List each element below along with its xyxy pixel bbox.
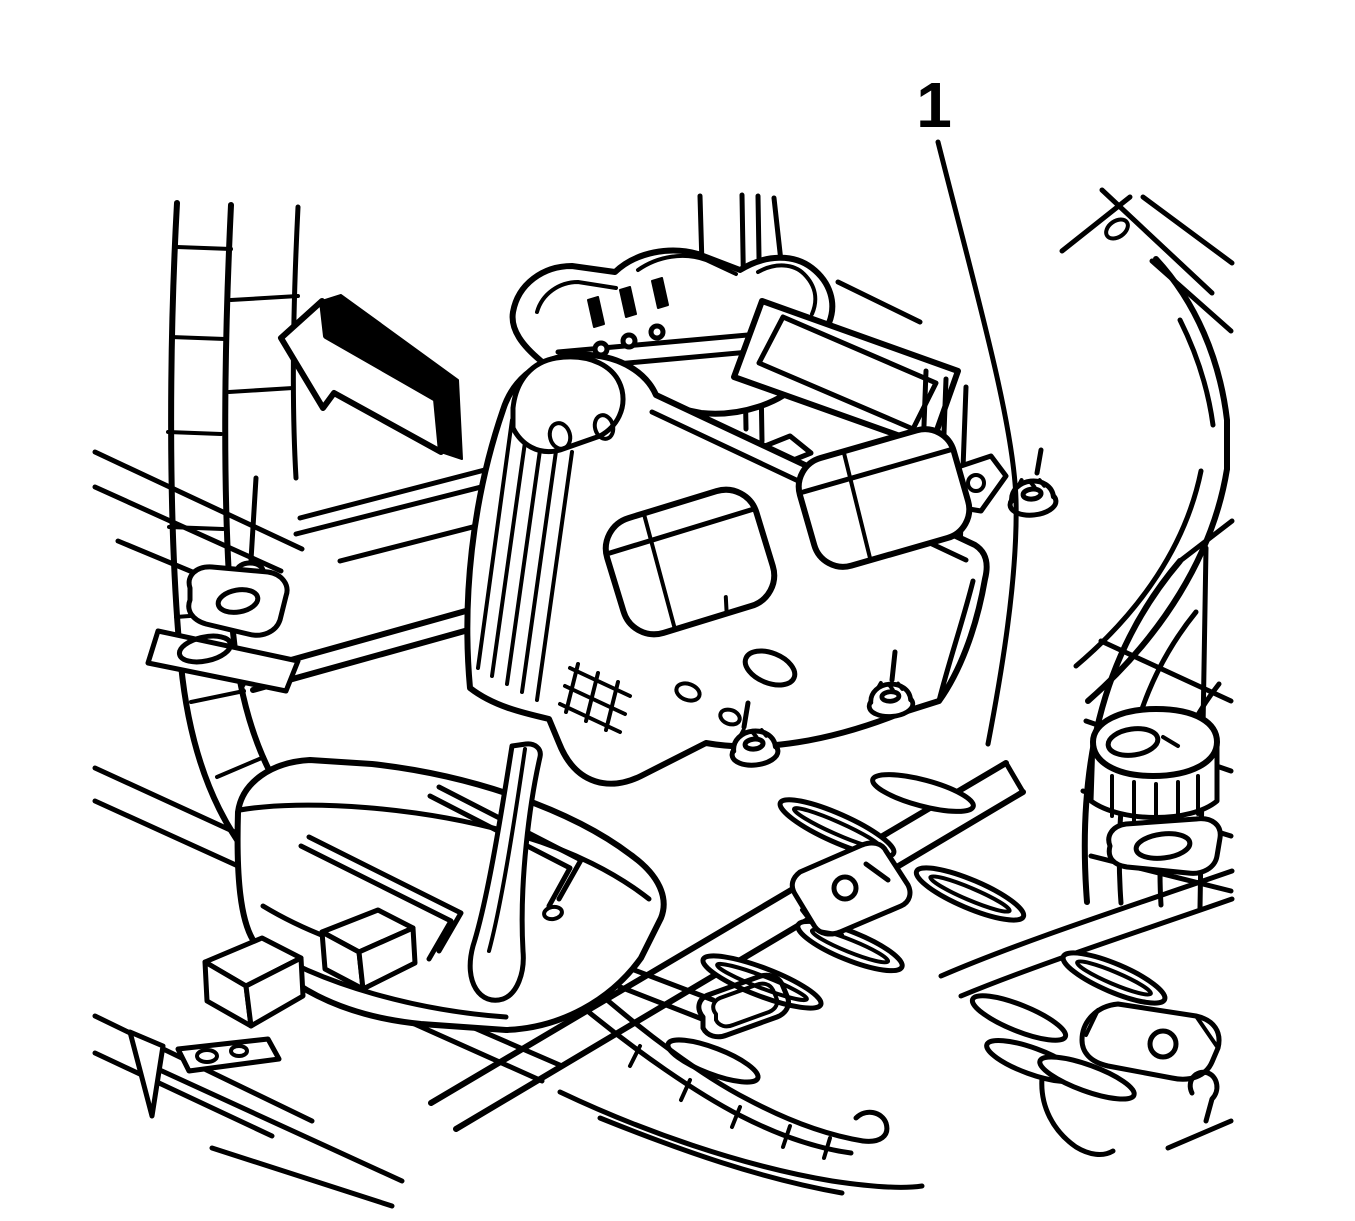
seat-mount-pedestal [1088, 706, 1223, 876]
callout-1-leader [935, 139, 1019, 747]
headrest-left [602, 486, 778, 638]
flange-nut-icon [729, 728, 781, 768]
body-structure [92, 187, 1235, 1209]
floor-pan [428, 760, 1235, 1196]
callout-1: 1 [916, 69, 1019, 747]
stud-centerline [889, 649, 898, 683]
callout-1-label: 1 [916, 69, 952, 141]
belt-strap [467, 741, 564, 1003]
rear-seat-assembly [127, 192, 1009, 1119]
anchor-stud [248, 475, 259, 563]
stud-centerline [1034, 447, 1044, 476]
floor-bracket [1039, 1001, 1234, 1157]
flange-nut-icon [866, 680, 916, 719]
anchor-pad [789, 840, 913, 937]
direction-arrow-icon [278, 294, 463, 460]
seat-belt-webbing [582, 983, 890, 1160]
stud-centerline [741, 700, 751, 730]
riser-legs [127, 907, 418, 1119]
headrest-right [795, 426, 973, 570]
